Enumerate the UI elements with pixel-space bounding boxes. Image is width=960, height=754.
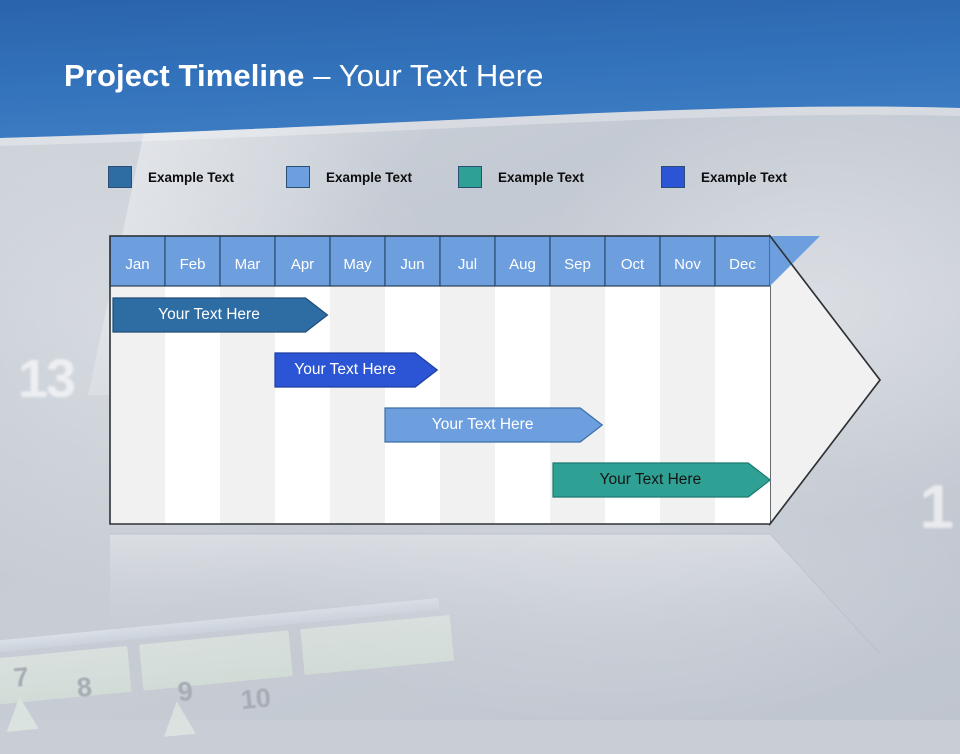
legend: Example Text Example Text Example Text E… — [108, 166, 828, 196]
month-label-mar: Mar — [235, 256, 261, 273]
page-title: Project Timeline – Your Text Here — [64, 58, 543, 94]
legend-swatch-3 — [458, 166, 482, 188]
background-number-1: 1 — [919, 473, 954, 542]
ruler-segment — [139, 630, 293, 691]
legend-swatch-4 — [661, 166, 685, 188]
month-label-jan: Jan — [125, 256, 149, 273]
timeline-column-jul — [440, 286, 495, 524]
legend-item-4[interactable]: Example Text — [661, 166, 787, 188]
task-bar-4[interactable]: Your Text Here — [552, 461, 771, 499]
ruler-number-8: 8 — [75, 671, 94, 703]
month-label-nov: Nov — [674, 256, 701, 273]
legend-swatch-2 — [286, 166, 310, 188]
month-label-may: May — [343, 256, 372, 273]
month-label-jun: Jun — [400, 256, 424, 273]
month-header-cell-aug — [494, 235, 551, 287]
legend-label-1: Example Text — [148, 169, 235, 185]
month-header-arrow-sliver — [770, 236, 820, 286]
month-label-apr: Apr — [291, 256, 314, 273]
month-label-dec: Dec — [729, 256, 756, 273]
month-label-sep: Sep — [564, 256, 591, 273]
legend-item-2[interactable]: Example Text — [286, 166, 412, 188]
legend-item-3[interactable]: Example Text — [458, 166, 584, 188]
page-title-bold: Project Timeline — [64, 58, 305, 93]
task-bar-shape — [274, 352, 439, 388]
month-label-jul: Jul — [458, 256, 477, 273]
legend-item-1[interactable]: Example Text — [108, 166, 234, 188]
month-label-feb: Feb — [180, 256, 206, 273]
ruler-tick — [160, 699, 196, 737]
timeline-column-aug — [495, 286, 550, 524]
ruler-tick — [3, 694, 39, 732]
task-bar-shape — [112, 297, 329, 333]
timeline-column-jun — [385, 286, 440, 524]
page-title-rest: – Your Text Here — [304, 58, 544, 93]
legend-label-3: Example Text — [498, 169, 585, 185]
month-header-cell-dec — [714, 235, 771, 287]
legend-label-4: Example Text — [701, 169, 788, 185]
task-bar-shape — [384, 407, 604, 443]
task-bar-1[interactable]: Your Text Here — [112, 296, 329, 334]
task-bar-2[interactable]: Your Text Here — [274, 351, 439, 389]
timeline-chart: Jan Feb Mar Apr May Jun Jul Aug Sep Oct Nov Dec You… — [108, 233, 888, 534]
legend-label-2: Example Text — [326, 169, 413, 185]
legend-swatch-1 — [108, 166, 132, 188]
title-banner — [0, 0, 960, 150]
task-bar-shape — [552, 462, 771, 498]
month-header-cell-mar — [219, 235, 276, 287]
month-label-oct: Oct — [621, 256, 645, 273]
timeline-column-may — [330, 286, 385, 524]
month-header-cell-may — [329, 235, 386, 287]
ruler-number-7: 7 — [12, 661, 31, 693]
task-bar-3[interactable]: Your Text Here — [384, 406, 604, 444]
background-number-13: 13 — [18, 349, 76, 409]
month-label-aug: Aug — [509, 256, 536, 273]
ruler-number-10: 10 — [239, 682, 273, 716]
chart-outline — [109, 235, 882, 525]
